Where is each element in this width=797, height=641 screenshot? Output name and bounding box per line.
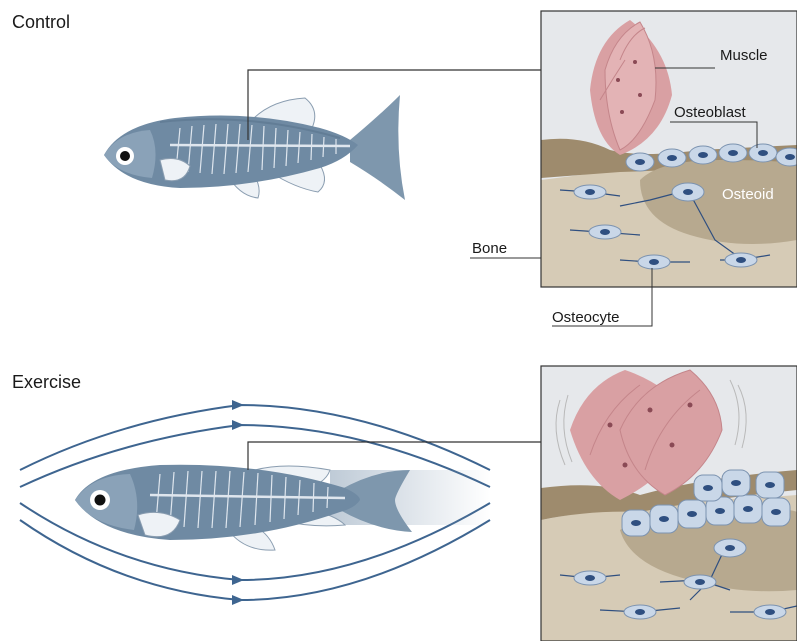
osteocyte-label: Osteocyte bbox=[552, 309, 620, 326]
bone-label: Bone bbox=[472, 240, 507, 257]
control-title: Control bbox=[12, 12, 70, 33]
exercise-title: Exercise bbox=[12, 372, 81, 393]
control-fish bbox=[104, 95, 405, 200]
tail-fin bbox=[350, 95, 405, 200]
exercise-inset bbox=[541, 366, 797, 641]
muscle-label: Muscle bbox=[720, 47, 768, 64]
osteoid-label: Osteoid bbox=[722, 186, 774, 203]
osteoblast-label: Osteoblast bbox=[674, 104, 746, 121]
